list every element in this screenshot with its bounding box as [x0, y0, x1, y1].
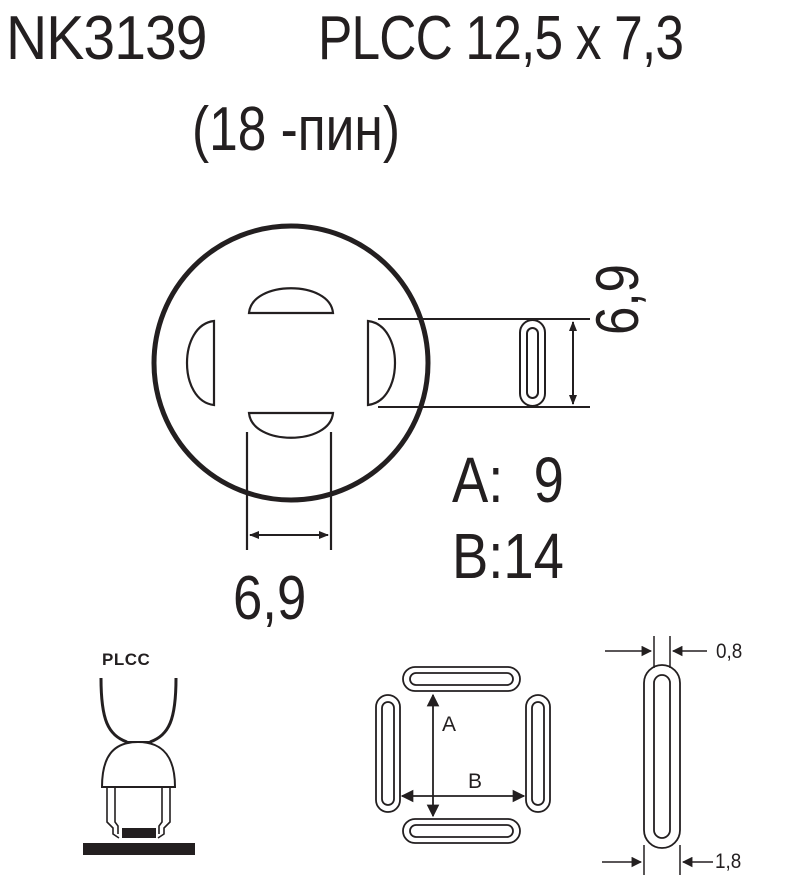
- left-opening: [186, 319, 216, 407]
- spec-b-value: B:14: [452, 520, 564, 592]
- package-name: PLCC 12,5 x 7,3: [318, 4, 684, 73]
- nozzle-top-view: [151, 223, 590, 550]
- pcb-board: [83, 843, 195, 855]
- spec-a-value: A: 9: [452, 444, 564, 516]
- nozzle-head: [100, 740, 177, 788]
- slot-outer-width-label: 1,8: [715, 850, 742, 873]
- vertical-dimension-label: 6,9: [584, 264, 651, 335]
- slot-detail: [602, 636, 713, 875]
- horizontal-dimension-label: 6,9: [233, 564, 307, 633]
- slot-inner-width-label: 0,8: [716, 640, 743, 663]
- slot-label-a: A: [442, 713, 457, 736]
- slot-label-b: B: [468, 770, 483, 793]
- top-opening: [247, 287, 335, 315]
- plcc-chip: [122, 828, 156, 838]
- slot-layout: [375, 666, 551, 844]
- pin-count: (18 -пин): [192, 95, 400, 164]
- part-code: NK3139: [6, 4, 208, 73]
- slot-outer: [519, 319, 546, 407]
- side-view-label: PLCC: [102, 650, 151, 669]
- right-opening: [366, 319, 396, 407]
- slot-inner: [526, 327, 539, 399]
- side-view: [83, 677, 195, 855]
- nozzle-outline-circle: [151, 223, 431, 503]
- bottom-opening: [247, 411, 335, 439]
